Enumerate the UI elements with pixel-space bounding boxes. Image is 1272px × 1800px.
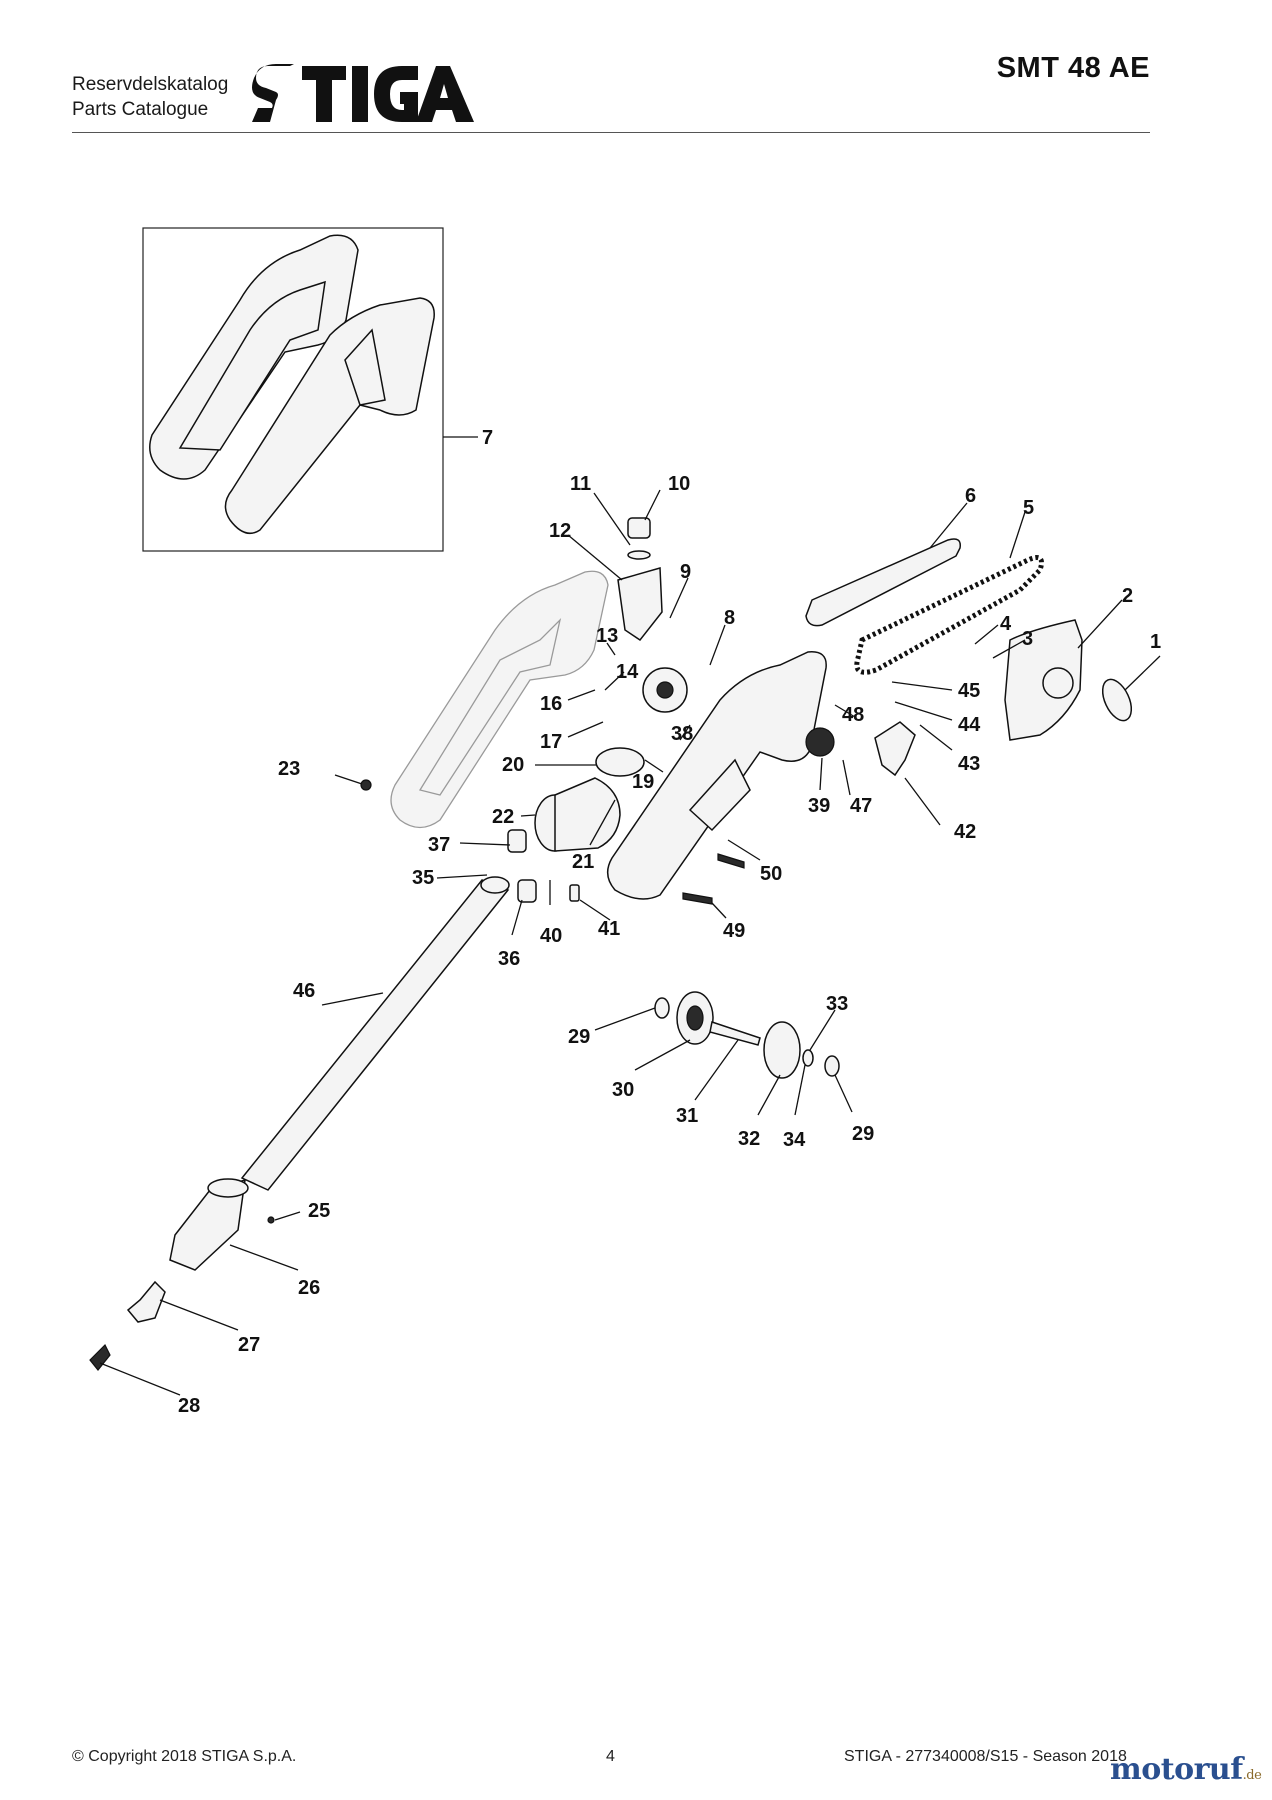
oil-tank-assembly-drawing — [617, 517, 663, 642]
part-label: 14 — [616, 661, 639, 683]
part-label: 12 — [549, 520, 571, 542]
inset-frame — [142, 227, 444, 552]
part-label: 44 — [958, 714, 981, 736]
tensioner-bracket-drawing — [874, 721, 916, 777]
catalog-subtitle: Reservdelskatalog Parts Catalogue — [72, 72, 228, 122]
clip-drawing — [89, 1343, 111, 1371]
part-label: 6 — [965, 485, 976, 507]
part-label: 29 — [852, 1123, 874, 1145]
part-label: 26 — [298, 1277, 320, 1299]
part-label: 33 — [826, 993, 848, 1015]
catalog-reference: STIGA - 277340008/S15 - Season 2018 — [844, 1748, 1127, 1765]
part-label: 32 — [738, 1128, 760, 1150]
part-label: 39 — [808, 795, 830, 817]
motor-housing-halves-drawing — [149, 234, 435, 535]
part-label: 36 — [498, 948, 520, 970]
watermark-logo: motoruf.de — [1110, 1752, 1262, 1787]
motor-drawing — [534, 777, 621, 852]
part-label: 22 — [492, 806, 514, 828]
part-label: 19 — [632, 771, 654, 793]
part-label: 3 — [1022, 628, 1033, 650]
ghost-housing-drawing — [390, 570, 609, 829]
part-label: 43 — [958, 753, 980, 775]
part-label: 42 — [954, 821, 976, 843]
part-label: 9 — [680, 561, 691, 583]
cover-knob-drawing — [1101, 678, 1133, 722]
drive-sprocket-drawing — [805, 727, 835, 757]
part-label: 47 — [850, 795, 872, 817]
part-label: 48 — [842, 704, 864, 726]
part-label: 29 — [568, 1026, 590, 1048]
part-label: 50 — [760, 863, 782, 885]
part-label: 13 — [596, 625, 618, 647]
part-label: 49 — [723, 920, 745, 942]
part-label: 40 — [540, 925, 562, 947]
end-plug-drawing — [126, 1280, 166, 1323]
part-label: 35 — [412, 867, 434, 889]
bushings-drawing — [507, 829, 580, 903]
telescopic-tube-drawing — [240, 876, 510, 1191]
part-label: 30 — [612, 1079, 634, 1101]
part-label: 27 — [238, 1334, 260, 1356]
part-label: 4 — [1000, 613, 1012, 635]
watermark-suffix: .de — [1242, 1768, 1262, 1783]
part-label: 17 — [540, 731, 562, 753]
gear-assembly-drawing — [654, 991, 840, 1079]
copyright-text: © Copyright 2018 STIGA S.p.A. — [72, 1748, 297, 1765]
watermark-text: motoruf — [1110, 1752, 1243, 1787]
cover-hub-drawing — [1042, 667, 1074, 699]
part-label: 23 — [278, 758, 300, 780]
part-label: 37 — [428, 834, 450, 856]
part-label: 31 — [676, 1105, 698, 1127]
part-label: 21 — [572, 851, 594, 873]
part-label: 7 — [482, 427, 493, 449]
part-label: 11 — [570, 473, 591, 495]
part-label: 8 — [724, 607, 735, 629]
part-label: 34 — [783, 1129, 806, 1151]
header-divider — [72, 132, 1150, 133]
guide-bar-drawing — [805, 538, 961, 627]
model-name: SMT 48 AE — [996, 52, 1150, 84]
part-label: 28 — [178, 1395, 200, 1417]
part-label: 25 — [308, 1200, 330, 1222]
screws-drawing — [267, 779, 745, 1224]
part-label: 46 — [293, 980, 315, 1002]
part-label: 20 — [502, 754, 524, 776]
part-label: 2 — [1122, 585, 1133, 607]
part-labels: 1 2 3 4 5 6 8 9 10 11 12 13 14 16 17 19 … — [178, 473, 1161, 1417]
subtitle-swedish: Reservdelskatalog — [72, 74, 229, 95]
part-label: 10 — [668, 473, 690, 495]
gear-plate-drawing — [595, 747, 645, 777]
saw-chain-drawing — [854, 555, 1044, 675]
part-label: 38 — [671, 723, 693, 745]
subtitle-english: Parts Catalogue — [72, 99, 209, 120]
part-label: 45 — [958, 680, 980, 702]
part-label: 1 — [1150, 631, 1161, 653]
part-label: 16 — [540, 693, 562, 715]
part-label: 41 — [598, 918, 620, 940]
page-number: 4 — [606, 1748, 615, 1765]
part-label: 5 — [1023, 497, 1034, 519]
leaders — [99, 489, 1161, 1396]
stiga-logo — [252, 64, 474, 122]
main-housing-drawing — [606, 651, 827, 900]
tube-collar-drawing — [169, 1178, 249, 1271]
